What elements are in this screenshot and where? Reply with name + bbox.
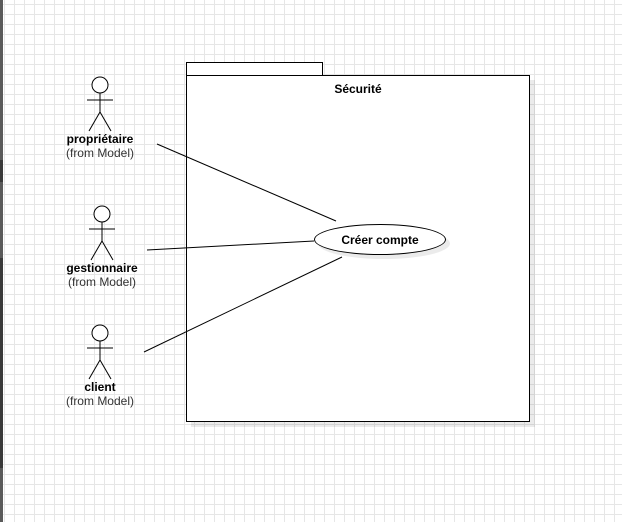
edge-segment xyxy=(0,160,3,182)
actor-origin: (from Model) xyxy=(65,146,134,160)
window-left-edge xyxy=(0,0,3,522)
actor-gestionnaire[interactable]: gestionnaire (from Model) xyxy=(42,205,162,289)
actor-origin: (from Model) xyxy=(67,275,136,289)
actor-name: client xyxy=(84,380,116,394)
stick-figure-icon xyxy=(87,324,113,380)
package-tab[interactable] xyxy=(186,62,323,76)
actor-client[interactable]: client (from Model) xyxy=(40,324,160,408)
actor-name: gestionnaire xyxy=(66,261,138,275)
stick-figure-icon xyxy=(87,76,113,132)
actor-name: propriétaire xyxy=(66,132,134,146)
actor-proprietaire[interactable]: propriétaire (from Model) xyxy=(40,76,160,160)
actor-origin: (from Model) xyxy=(65,394,134,408)
edge-segment xyxy=(0,258,3,468)
use-case-label: Créer compte xyxy=(341,232,419,247)
stick-figure-icon xyxy=(89,205,115,261)
package-title: Sécurité xyxy=(334,82,382,96)
use-case-creer-compte[interactable]: Créer compte xyxy=(314,224,446,255)
